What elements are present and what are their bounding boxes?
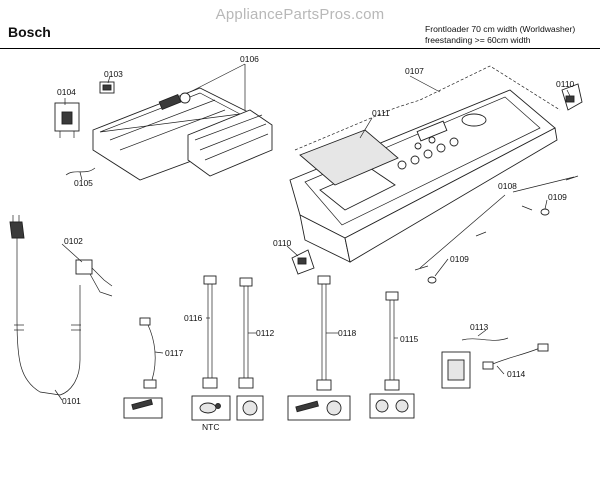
label-0107: 0107 xyxy=(405,66,424,76)
control-panel-fascia[interactable] xyxy=(289,89,558,263)
model-description: Frontloader 70 cm width (Worldwasher) fr… xyxy=(425,24,575,46)
label-0104: 0104 xyxy=(57,87,76,97)
label-0111: 0111 xyxy=(372,108,390,118)
short-cable[interactable] xyxy=(65,167,96,176)
brand-name: Bosch xyxy=(8,24,51,40)
model-line-1: Frontloader 70 cm width (Worldwasher) xyxy=(425,24,576,34)
screw-set[interactable] xyxy=(414,175,579,284)
connector-pack-0117[interactable] xyxy=(123,397,163,419)
label-0116: 0116 xyxy=(184,313,203,323)
power-cord[interactable] xyxy=(9,215,81,396)
label-0110-right: 0110 xyxy=(556,79,575,89)
pressure-switch-box[interactable] xyxy=(441,351,471,389)
cable-0114[interactable] xyxy=(487,347,541,367)
label-0109-right: 0109 xyxy=(548,192,567,202)
label-0101: 0101 xyxy=(62,396,81,406)
harness-0117[interactable] xyxy=(139,317,157,389)
sensor-set-0115[interactable] xyxy=(369,393,415,419)
leader-lines xyxy=(54,63,571,401)
header-divider xyxy=(0,48,600,49)
fascia-outline-dashed xyxy=(294,65,561,151)
cable-0114-plug xyxy=(537,343,549,352)
detergent-dispenser[interactable] xyxy=(92,87,273,181)
model-line-2: freestanding >= 60cm width xyxy=(425,35,531,45)
label-0109-left: 0109 xyxy=(450,254,469,264)
leader-0108-a xyxy=(512,176,575,193)
label-0113: 0113 xyxy=(470,322,489,332)
label-0112: 0112 xyxy=(256,328,275,338)
label-0106: 0106 xyxy=(240,54,259,64)
ntc-sensor[interactable] xyxy=(191,395,231,421)
panel-overlay-film[interactable] xyxy=(299,129,399,186)
label-0110-left: 0110 xyxy=(273,238,292,248)
leader-0108-b xyxy=(419,194,506,269)
label-0115: 0115 xyxy=(400,334,419,344)
label-0103: 0103 xyxy=(104,69,123,79)
mains-filter[interactable] xyxy=(75,259,113,297)
cable-0114-plug-b xyxy=(482,361,494,370)
interference-filter[interactable] xyxy=(54,102,80,138)
sensor-set-0118[interactable] xyxy=(287,395,351,421)
harness-0116[interactable] xyxy=(202,275,218,389)
sensor-0112[interactable] xyxy=(236,395,264,421)
label-0108: 0108 xyxy=(498,181,517,191)
label-ntc: NTC xyxy=(202,422,219,432)
label-0105: 0105 xyxy=(74,178,93,188)
label-0114: 0114 xyxy=(507,369,526,379)
watermark: AppliancePartsPros.com xyxy=(215,6,385,23)
label-0102: 0102 xyxy=(64,236,83,246)
harness-0115[interactable] xyxy=(384,291,400,391)
cable-0113[interactable] xyxy=(461,337,509,341)
label-0118: 0118 xyxy=(338,328,357,338)
label-0117: 0117 xyxy=(165,348,184,358)
small-cover-part[interactable] xyxy=(99,81,115,94)
